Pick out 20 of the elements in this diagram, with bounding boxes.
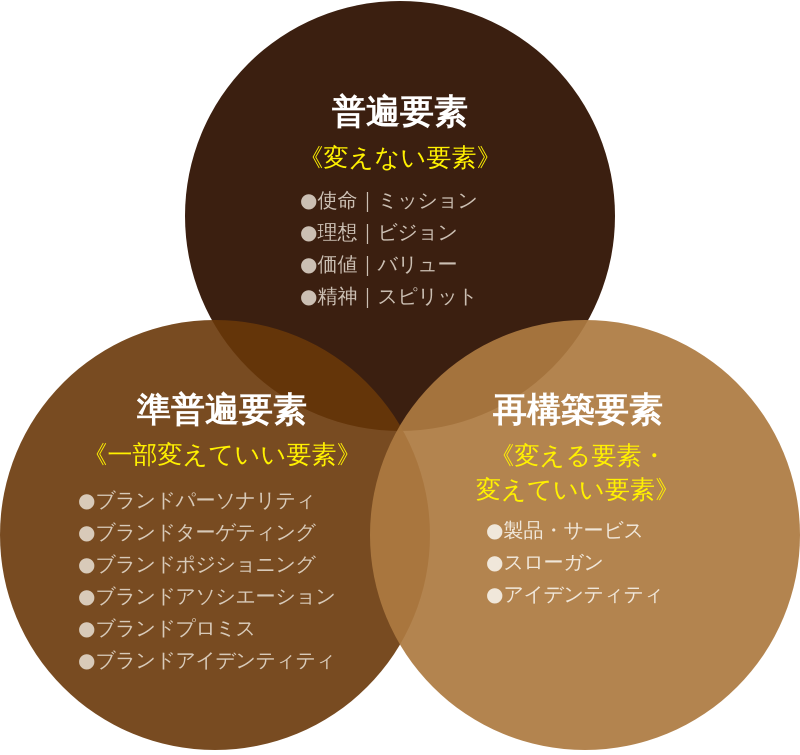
venn-circle — [370, 320, 800, 750]
list-item: ●製品・サービス — [486, 518, 644, 543]
circle-subtitle: 《一部変えていい要素》 — [82, 439, 362, 471]
circle-title: 再構築要素 — [493, 390, 663, 430]
circle-title: 普遍要素 — [332, 92, 468, 132]
circle-title: 準普遍要素 — [137, 390, 307, 430]
list-item: ●ブランドプロミス — [78, 616, 256, 641]
list-item: ●スローガン — [486, 550, 604, 575]
list-item: ●ブランドアイデンティティ — [78, 648, 336, 673]
list-item: ●理想｜ビジョン — [300, 220, 458, 245]
list-item: ●ブランドターゲティング — [78, 520, 316, 545]
list-item: ●ブランドパーソナリティ — [78, 488, 316, 513]
circle-subtitle: 《変えない要素》 — [298, 142, 502, 174]
circle-subtitle: 《変える要素・変えていい要素》 — [475, 440, 681, 506]
list-item: ●アイデンティティ — [486, 582, 664, 607]
list-item: ●使命｜ミッション — [300, 188, 478, 213]
list-item: ●ブランドポジショニング — [78, 552, 316, 577]
list-item: ●価値｜バリュー — [300, 252, 458, 277]
list-item: ●精神｜スピリット — [300, 284, 478, 309]
list-item: ●ブランドアソシエーション — [78, 584, 336, 609]
